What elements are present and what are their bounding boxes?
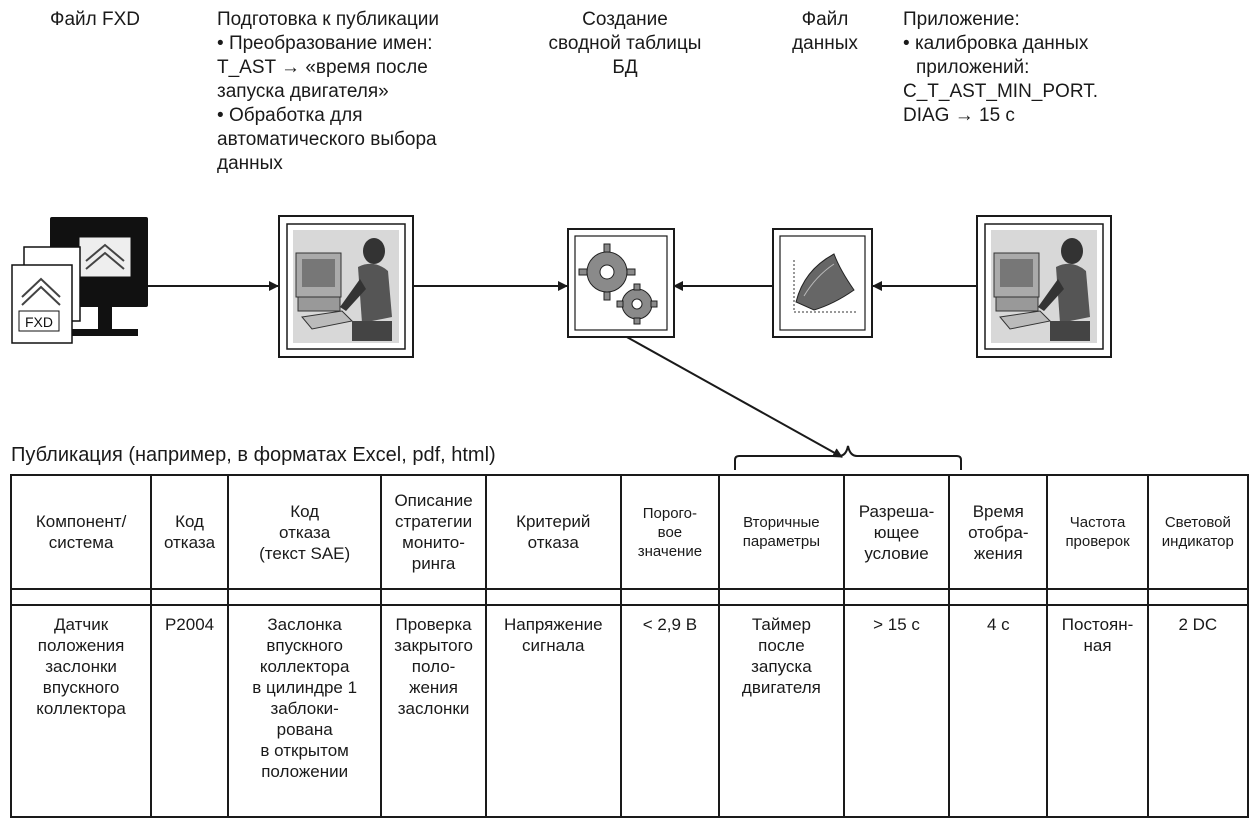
db-title: Создание сводной таблицы БД [530, 8, 720, 80]
col-header: Вторичные параметры [718, 474, 845, 590]
person-at-computer-icon [286, 223, 406, 350]
surface-plot-icon [779, 235, 866, 331]
table-row: Датчик положения заслонки впускного колл… [9, 604, 1250, 818]
app-title: Приложение: [903, 9, 1020, 30]
app-item-1-line-2: приложений: [916, 57, 1030, 78]
prep-title: Подготовка к публикации [217, 9, 440, 30]
flow-connectors [145, 281, 976, 470]
table-cell: Постоян- ная [1046, 604, 1149, 818]
db-gears-illustration [567, 228, 675, 338]
prep-illustration [278, 215, 414, 358]
person-at-computer-icon [984, 223, 1104, 350]
col-header: Критерий отказа [484, 474, 622, 590]
app-extra-line-2: DIAG → 15 с [903, 105, 1015, 126]
col-header: Время отобра- жения [948, 474, 1049, 590]
fxd-file-icon: FXD [10, 217, 150, 357]
app-illustration [976, 215, 1112, 358]
data-file-title-line: данных [792, 33, 858, 54]
prep-item-2-line-1: Обработка для [217, 104, 439, 128]
table-spacer-row [9, 588, 1250, 606]
col-header: Описание стратегии монито- ринга [380, 474, 487, 590]
app-item-1-line-1: калибровка данных [903, 32, 1098, 56]
table-cell: 2 DC [1146, 604, 1250, 818]
prep-item-1-line-2: T_AST → «время после [217, 57, 428, 78]
fxd-monitor-icon: FXD [11, 217, 148, 344]
db-title-line: Создание [582, 9, 668, 30]
col-header: Световой индикатор [1146, 474, 1250, 590]
publication-caption: Публикация (например, в форматах Excel, … [11, 444, 496, 466]
col-header: Компонент/ система [9, 474, 153, 590]
table-cell: < 2,9 В [619, 604, 721, 818]
gears-icon [574, 235, 668, 331]
arrow-db-to-publication [624, 335, 843, 458]
data-file-illustration [772, 228, 873, 338]
table-cell: P2004 [150, 604, 229, 818]
col-header: Частота проверок [1046, 474, 1149, 590]
app-block: Приложение: калибровка данных приложений… [903, 8, 1098, 128]
table-cell: Проверка закрытого поло- жения заслонки [380, 604, 487, 818]
db-title-line: сводной таблицы [548, 33, 702, 54]
table-cell: Датчик положения заслонки впускного колл… [9, 604, 153, 818]
table-header-row: Компонент/ система Код отказа Код отказа… [9, 474, 1250, 590]
brace-secondary-params [734, 445, 962, 470]
fxd-icon-label: FXD [25, 314, 53, 330]
col-header: Код отказа (текст SAE) [226, 474, 383, 590]
db-title-line: БД [612, 57, 638, 78]
prep-item-1-line-1: Преобразование имен: [217, 32, 439, 56]
col-header: Код отказа [150, 474, 229, 590]
col-header: Порого- вое значение [619, 474, 721, 590]
prep-block: Подготовка к публикации Преобразование и… [217, 8, 439, 176]
table-cell: Заслонка впускного коллектора в цилиндре… [226, 604, 383, 818]
table-cell: Таймер после запуска двигателя [718, 604, 845, 818]
prep-item-2-line-2: автоматического выбора [217, 129, 437, 150]
publication-table: Компонент/ система Код отказа Код отказа… [9, 474, 1250, 818]
data-file-title-line: Файл [801, 9, 849, 30]
table-cell: > 15 с [842, 604, 951, 818]
fxd-file-title: Файл FXD [50, 9, 140, 30]
table-cell: 4 с [948, 604, 1049, 818]
prep-item-1-line-3: запуска двигателя» [217, 81, 389, 102]
data-file-title: Файл данных [770, 8, 880, 56]
col-header: Разреша- ющее условие [842, 474, 951, 590]
prep-item-2-line-3: данных [217, 153, 283, 174]
table-cell: Напряжение сигнала [484, 604, 622, 818]
app-extra-line-1: C_T_AST_MIN_PORT. [903, 81, 1098, 102]
